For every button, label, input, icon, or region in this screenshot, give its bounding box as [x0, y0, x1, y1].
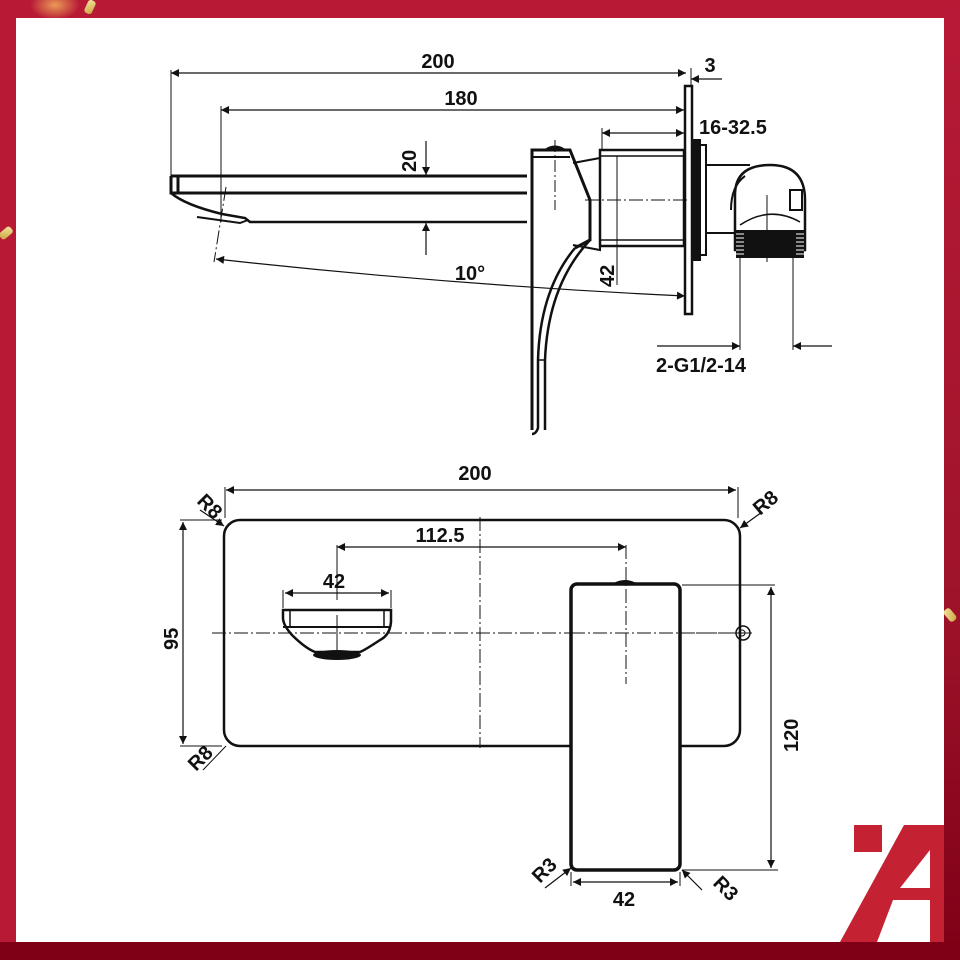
dim-label-spout-to-handle: 112.5	[416, 525, 465, 547]
frame-bottom-border	[0, 942, 960, 960]
dim-label-plate-width: 200	[458, 463, 491, 485]
dim-label-body-height: 42	[597, 265, 619, 287]
dim-label-handle-height: 120	[781, 719, 803, 752]
dim-label-thread: 2-G1/2-14	[656, 355, 747, 377]
dim-label-spout-length: 180	[444, 88, 477, 110]
dim-label-plate-thickness: 3	[704, 55, 715, 77]
dim-label-handle-width: 42	[613, 889, 635, 911]
side-view	[169, 68, 832, 436]
frame-right-border	[944, 0, 960, 960]
dim-label-wall-range: 16-32.5	[699, 117, 767, 139]
dim-label-plate-height: 95	[161, 628, 183, 650]
radius-label-bottom-left: R8	[184, 742, 218, 776]
radius-label-top-right: R8	[749, 487, 783, 520]
dim-label-swivel-angle: 10°	[455, 263, 485, 285]
dim-label-overall-length: 200	[421, 51, 454, 73]
decorative-glow	[30, 0, 80, 20]
radius-label-top-left: R8	[192, 490, 226, 524]
dim-label-spout-width: 42	[323, 571, 345, 593]
front-view	[179, 486, 778, 891]
dim-label-spout-height: 20	[399, 150, 421, 172]
frame-top-border	[0, 0, 960, 18]
handle-outline	[569, 582, 682, 872]
angle-arc-10deg	[215, 255, 686, 300]
radius-label-handle-left: R3	[528, 854, 562, 888]
thread-fill	[736, 230, 804, 258]
radius-label-handle-right: R3	[708, 872, 742, 906]
frame-left-border	[0, 0, 16, 960]
brand-a-logo-icon	[840, 825, 944, 942]
